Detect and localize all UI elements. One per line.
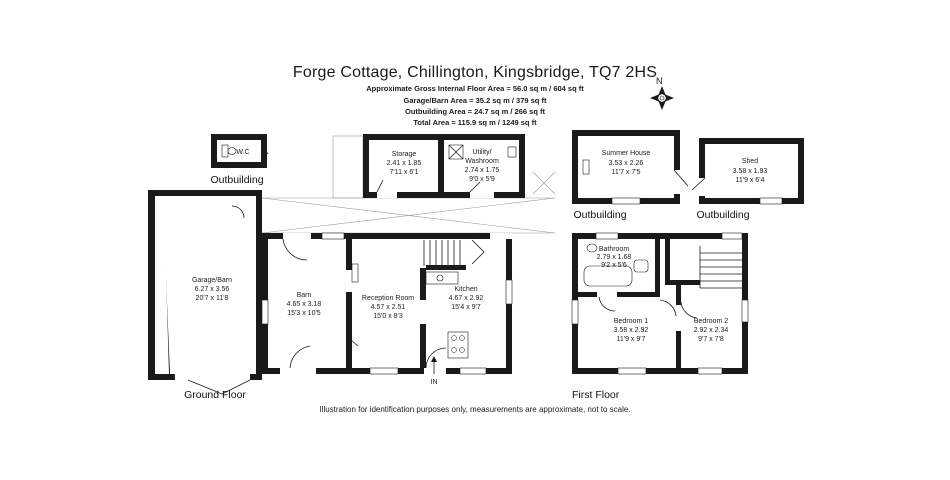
kitchen-imperial: 15'4 x 9'7 [451,304,481,311]
ground-floor-label: Ground Floor [184,389,246,401]
barn-metric: 4.65 x 3.18 [287,301,322,308]
wc-outbuilding [211,134,269,168]
compass-icon [650,86,674,110]
wc-label: W.C [236,149,249,156]
storage-metric: 2.41 x 1.85 [387,160,422,167]
first-floor-stairs [699,246,742,289]
first-floor-plan [571,232,749,375]
bedroom1-name: Bedroom 1 [614,318,648,325]
entrance-label: IN [431,379,438,386]
garage-name: Garage/Barn [192,277,232,284]
bathroom-metric: 2.79 x 1.68 [597,254,632,261]
summer-house-imperial: 11'7 x 7'5 [611,169,640,176]
summer-house-name: Summer House [602,150,651,157]
total-area-line: Total Area = 115.9 sq m / 1249 sq ft [413,118,537,127]
barn-name: Barn [297,292,312,299]
garage-area-line: Garage/Barn Area = 35.2 sq m / 379 sq ft [403,96,547,105]
disclaimer-text: Illustration for identification purposes… [319,405,631,414]
bedroom1-metric: 3.58 x 2.92 [614,327,649,334]
shed-imperial: 11'9 x 6'4 [735,177,764,184]
first-floor-label: First Floor [572,389,620,401]
reception-name: Reception Room [362,295,414,302]
storage-imperial: 7'11 x 6'1 [389,169,418,176]
bathroom-imperial: 9'2 x 5'6 [601,262,627,269]
storage-name: Storage [392,151,417,158]
utility-metric: 2.74 x 1.75 [465,167,500,174]
garage-imperial: 20'7 x 11'8 [196,295,229,302]
shed-outbuilding-label: Outbuilding [696,209,749,221]
bedroom2-metric: 2.92 x 2.34 [694,327,729,334]
bedroom2-name: Bedroom 2 [694,318,728,325]
kitchen-name: Kitchen [454,286,477,293]
ground-stairs [423,240,461,266]
outbuilding-area-line: Outbuilding Area = 24.7 sq m / 266 sq ft [405,107,545,116]
utility-name-line2: Washroom [465,158,499,165]
shed-name: Shed [742,158,758,165]
shed-outbuilding [691,138,804,205]
bedroom2-imperial: 9'7 x 7'8 [698,336,724,343]
gross-area-line: Approximate Gross Internal Floor Area = … [366,84,584,93]
bedroom1-imperial: 11'9 x 9'7 [616,336,645,343]
ground-floor-plan [148,134,556,395]
property-title: Forge Cottage, Chillington, Kingsbridge,… [292,64,658,81]
shed-metric: 3.58 x 1.93 [733,168,768,175]
summer-house-outbuilding-label: Outbuilding [573,209,626,221]
kitchen-metric: 4.67 x 2.92 [449,295,484,302]
utility-imperial: 9'0 x 5'9 [469,176,495,183]
summer-house-metric: 3.53 x 2.26 [609,160,644,167]
barn-imperial: 15'3 x 10'5 [287,310,321,317]
utility-name-line1: Utility/ [472,149,491,156]
compass-north-label: N [656,76,663,86]
reception-imperial: 15'0 x 8'3 [373,313,403,320]
wc-outbuilding-label: Outbuilding [210,174,263,186]
summer-house-outbuilding [572,130,689,205]
bathroom-name: Bathroom [599,246,630,253]
reception-metric: 4.57 x 2.51 [371,304,406,311]
garage-metric: 6.27 x 3.56 [195,286,230,293]
